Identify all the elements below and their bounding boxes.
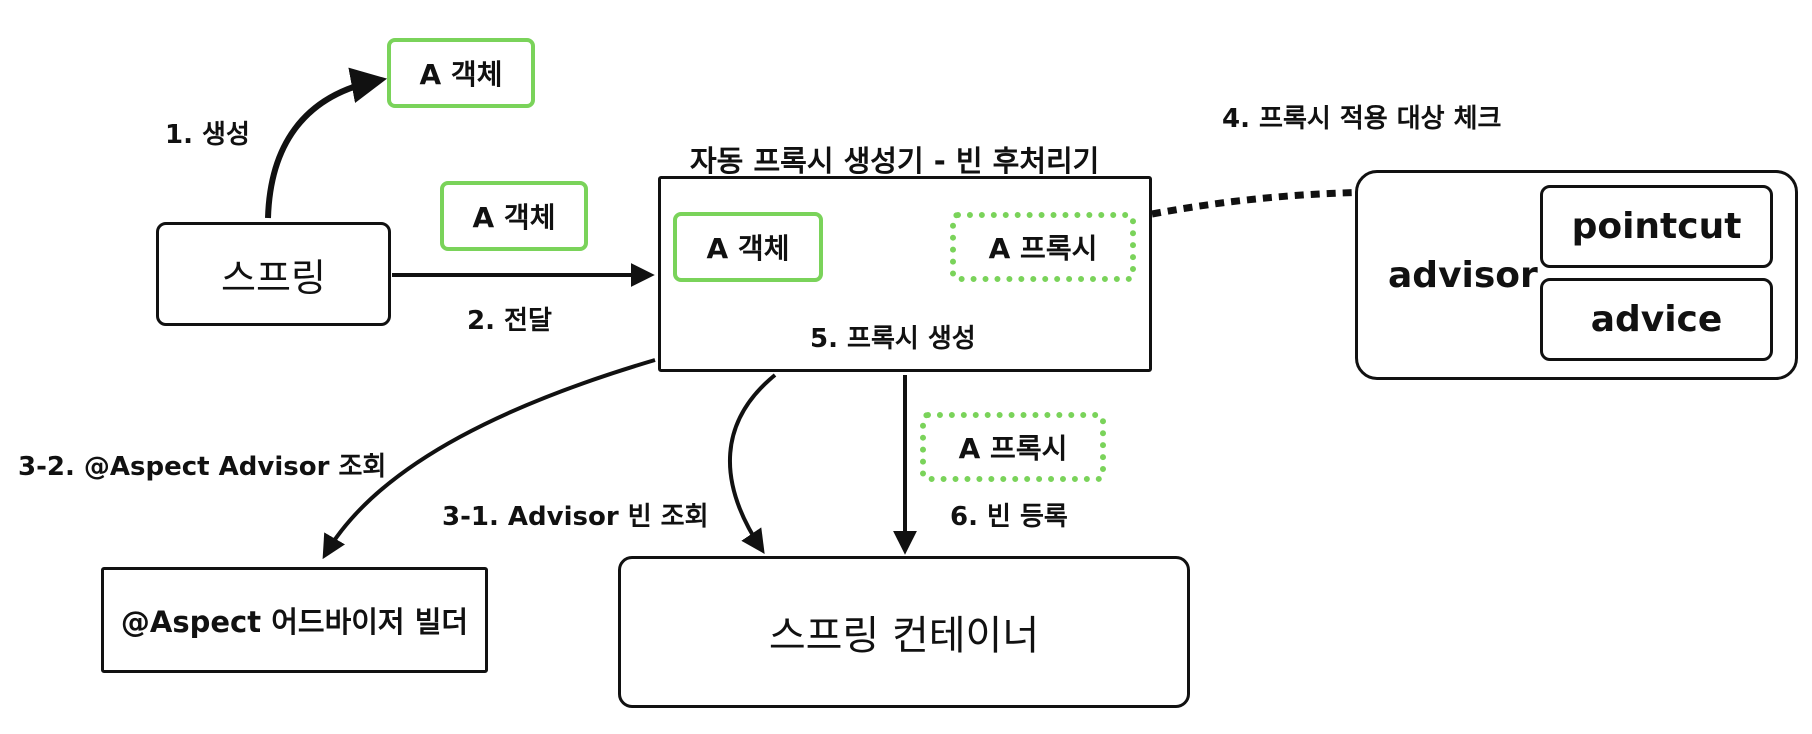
- spring-label: 스프링: [221, 255, 326, 300]
- auto-proxy-a-proxy-label: A 프록시: [988, 232, 1098, 265]
- aspect-advisor-builder: @Aspect 어드바이저 빌더: [101, 567, 488, 673]
- spring-node: 스프링: [156, 222, 391, 326]
- pointcut-node: pointcut: [1540, 185, 1773, 268]
- a-proxy-registered: A 프록시: [920, 412, 1106, 482]
- auto-proxy-a-proxy: A 프록시: [950, 212, 1136, 282]
- auto-proxy-a-object: A 객체: [673, 212, 823, 282]
- auto-proxy-title: 자동 프록시 생성기 - 빈 후처리기: [690, 144, 1100, 178]
- deliver-label: 2. 전달: [467, 306, 552, 336]
- bean-register-label: 6. 빈 등록: [950, 502, 1068, 532]
- create-label: 1. 생성: [165, 120, 250, 150]
- advisor-bean-lookup-label: 3-1. Advisor 빈 조회: [442, 502, 709, 532]
- pointcut-label: pointcut: [1571, 206, 1742, 247]
- a-object-created: A 객체: [387, 38, 535, 108]
- a-object-created-label: A 객체: [419, 58, 503, 91]
- aspect-lookup-arrow: [322, 358, 656, 560]
- proxy-create-label: 5. 프록시 생성: [810, 324, 976, 354]
- spring-container-label: 스프링 컨테이너: [768, 613, 1040, 659]
- a-object-delivered: A 객체: [440, 181, 588, 251]
- create-arrow: [265, 67, 388, 219]
- aspect-advisor-builder-label: @Aspect 어드바이저 빌더: [120, 605, 469, 639]
- advice-label: advice: [1590, 299, 1723, 340]
- aspect-advisor-lookup-label: 3-2. @Aspect Advisor 조회: [18, 452, 387, 482]
- a-object-delivered-label: A 객체: [472, 201, 556, 234]
- advisor-label: advisor: [1388, 254, 1538, 296]
- spring-container: 스프링 컨테이너: [618, 556, 1190, 708]
- auto-proxy-a-object-label: A 객체: [706, 232, 790, 265]
- advisor-lookup-arrow: [727, 373, 777, 554]
- proxy-target-check-label: 4. 프록시 적용 대상 체크: [1222, 104, 1502, 134]
- advice-node: advice: [1540, 278, 1773, 361]
- a-proxy-registered-label: A 프록시: [958, 432, 1068, 465]
